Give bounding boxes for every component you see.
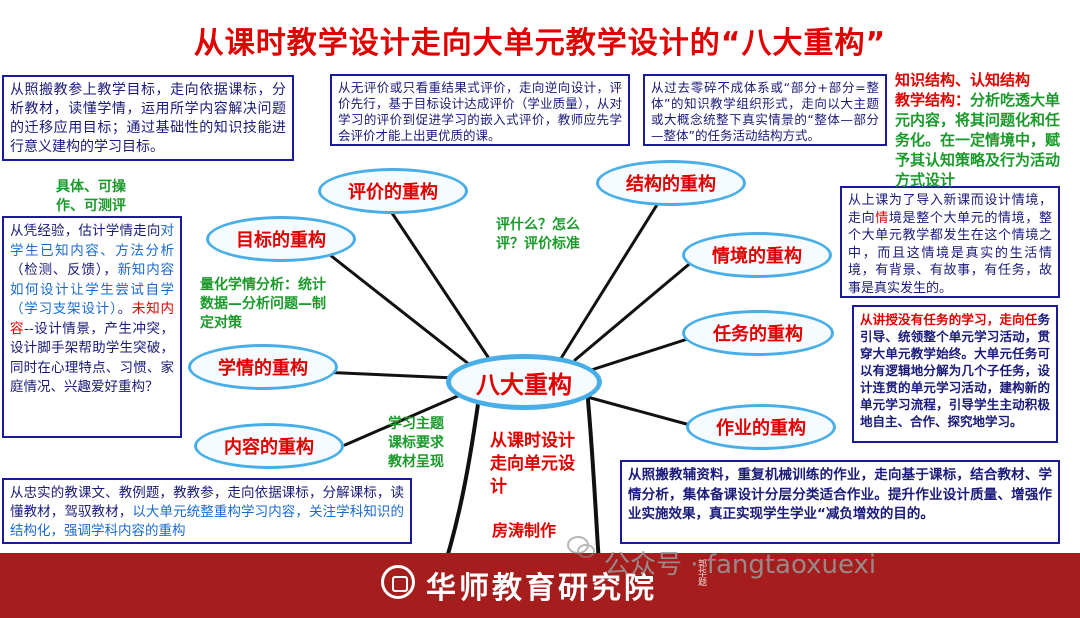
box-task: 从讲授没有任务的学习，走向任务引导、统领整个单元学习活动，贯穿大单元教学始终。大…: [852, 305, 1058, 443]
ls-text-d: --设计情景，产生冲突，设计脚手架帮助学生突破，同时在心理特点、习惯、家庭情况、…: [10, 320, 175, 396]
note-teaching-lead: 教学结构：: [895, 91, 971, 109]
line-neirong: [343, 393, 462, 447]
note-knowledge-red: 知识结构、认知结构: [895, 71, 1031, 89]
content-text-a: 从忠实的教课文、教例题，教教参，走向依据课标，分解课标，读懂教材，驾驭教材，: [10, 485, 404, 520]
line-mubiao: [328, 253, 472, 367]
ls-text-c: 。: [117, 301, 132, 317]
line-qingjing: [573, 253, 702, 362]
box-learning-situation: 从凭经验，估计学情走向对学生已知内容、方法分析 （检测、反馈），新知内容如何设计让…: [2, 216, 182, 438]
line-xueqing: [318, 370, 457, 380]
node-objective: 目标的重构: [206, 216, 356, 262]
watermark-text: 公众号 · fangtaoxuexi: [604, 550, 877, 580]
author-label: 房涛制作: [492, 521, 557, 540]
content-text-highlight: 以大单元统整重构学习内容，关注学科知识的结构化，强调学科内容的重构: [10, 504, 405, 539]
ls-text-b: （检测、反馈），: [10, 262, 118, 278]
box-evaluation: 从无评价或只看重结果式评价，走向逆向设计，评价先行，基于目标设计达成评价（学业质…: [330, 74, 630, 146]
node-learning-situation: 学情的重构: [188, 344, 338, 390]
situation-text-a: 从上课为了导入新课而设计情境，走向: [848, 193, 1052, 226]
central-node: 八大重构: [446, 354, 602, 410]
box-situation: 从上课为了导入新课而设计情境，走向情境是整个大单元的情境，整个大单元教学都发生在…: [840, 186, 1060, 298]
box-content: 从忠实的教课文、教例题，教教参，走向依据课标，分解课标，读懂教材，驾驭教材，以大…: [2, 478, 412, 544]
line-pingjia: [388, 208, 492, 362]
node-evaluation: 评价的重构: [318, 168, 468, 214]
line-zuoye: [578, 393, 692, 427]
note-evaluate-what: 评什么？怎么评？评价标准: [496, 217, 580, 252]
footer-banner: 华师教育研究院 郭华题: [0, 553, 1080, 618]
note-learning-theme: 学习主题课标要求教材呈现: [388, 416, 444, 470]
node-content: 内容的重构: [194, 423, 344, 469]
diagram-title: 从课时教学设计走向大单元教学设计的“八大重构”: [193, 26, 887, 61]
calligraphy-seal: 郭华题: [696, 559, 706, 586]
node-homework: 作业的重构: [686, 404, 836, 450]
node-structure: 结构的重构: [596, 160, 746, 206]
task-text-b: 务引导、统领整个单元学习活动，贯穿大单元教学始终。大单元任务可以有逻辑地分解为几…: [860, 312, 1050, 429]
ls-text-a: 从凭经验，估计学情走向: [10, 223, 161, 239]
note-specific: 具体、可操作、可测评: [56, 179, 126, 214]
node-task: 任务的重构: [682, 310, 834, 356]
ls-text-hl2: 新知内容如何设计让学生尝试自学（学习支架设计）: [10, 262, 175, 317]
box-objective: 从照搬教参上教学目标，走向依据课标，分析教材，读懂学情，运用所学内容解决问题的迁…: [2, 75, 294, 161]
wechat-icon: [567, 536, 595, 558]
box-structure: 从过去零碎不成体系或“部分+部分=整体”的知识教学组织形式，走向以大主题或大概念…: [643, 74, 887, 146]
situation-text-b: 境是整个大单元的情境，整个大单元教学都发生在这个情境之中，而且这情境是真实的生活…: [848, 210, 1052, 296]
note-quantify: 量化学情分析：统计数据—分析问题—制定对策: [200, 277, 326, 331]
node-situation: 情境的重构: [682, 232, 832, 278]
note-teaching-body: 分析吃透大单元内容，将其问题化和任务化。在一定情境中，赋予其认知策略及行为活动方…: [895, 91, 1061, 189]
task-text-highlight: 从讲授没有任务的学习，走向任: [860, 312, 1038, 327]
box-homework: 从照搬教辅资料，重复机械训练的作业，走向基于课标，结合教材、学情分析，集体备课设…: [620, 460, 1060, 544]
situation-text-highlight: 情: [875, 210, 889, 226]
institute-logo-icon: [381, 565, 415, 599]
line-renwu: [583, 333, 702, 374]
line-jiegou: [558, 198, 662, 362]
institute-name: 华师教育研究院: [426, 571, 657, 606]
ls-text-hl3: 未知内容: [10, 301, 175, 337]
trunk-label: 从课时设计走向单元设计: [490, 431, 575, 497]
note-knowledge-structure: 知识结构、认知结构教学结构：分析吃透大单元内容，将其问题化和任务化。在一定情境中…: [895, 70, 1067, 190]
ls-text-hl1: 对学生已知内容、方法分析: [10, 223, 174, 259]
